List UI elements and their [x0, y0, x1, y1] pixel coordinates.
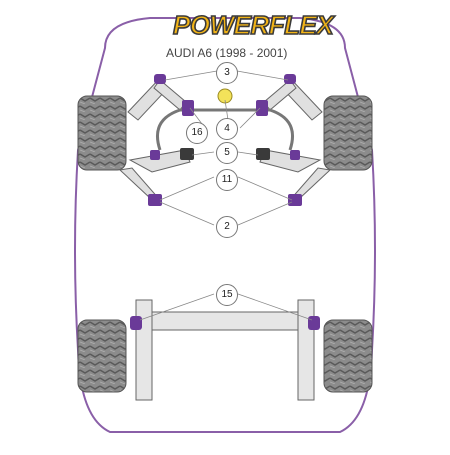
bush-diag-right	[288, 194, 302, 206]
leader-lines	[139, 70, 313, 321]
bush-knuckle-right	[290, 150, 300, 160]
front-right-wheel	[323, 95, 373, 171]
callout-4: 4	[216, 118, 238, 140]
rear-right-wheel	[323, 319, 373, 393]
bush-upper-left	[154, 74, 166, 84]
bush-arb-left	[182, 100, 194, 116]
rear-axle-trailing-right	[297, 299, 315, 401]
bush-center-yellow	[217, 88, 233, 104]
rear-axle-beam	[135, 311, 315, 331]
bush-lower-right	[256, 148, 270, 160]
callout-3: 3	[216, 62, 238, 84]
rear-left-wheel	[77, 319, 127, 393]
vehicle-model-label: AUDI A6 (1998 - 2001)	[166, 46, 288, 60]
bush-arb-right	[256, 100, 268, 116]
rear-bush-right	[308, 316, 320, 330]
bush-lower-left	[180, 148, 194, 160]
callout-16: 16	[186, 122, 208, 144]
front-left-wheel	[77, 95, 127, 171]
anti-roll-bar	[156, 108, 294, 151]
rear-bush-left	[130, 316, 142, 330]
bush-knuckle-left	[150, 150, 160, 160]
bush-upper-right	[284, 74, 296, 84]
callout-15: 15	[216, 284, 238, 306]
powerflex-logo: POWERFLEX	[172, 9, 334, 41]
rear-axle-trailing-left	[135, 299, 153, 401]
callout-11: 11	[216, 169, 238, 191]
callout-5: 5	[216, 142, 238, 164]
lower-arm-right	[259, 149, 322, 173]
callout-2: 2	[216, 216, 238, 238]
bush-diag-left	[148, 194, 162, 206]
lower-arm-left	[128, 149, 191, 173]
